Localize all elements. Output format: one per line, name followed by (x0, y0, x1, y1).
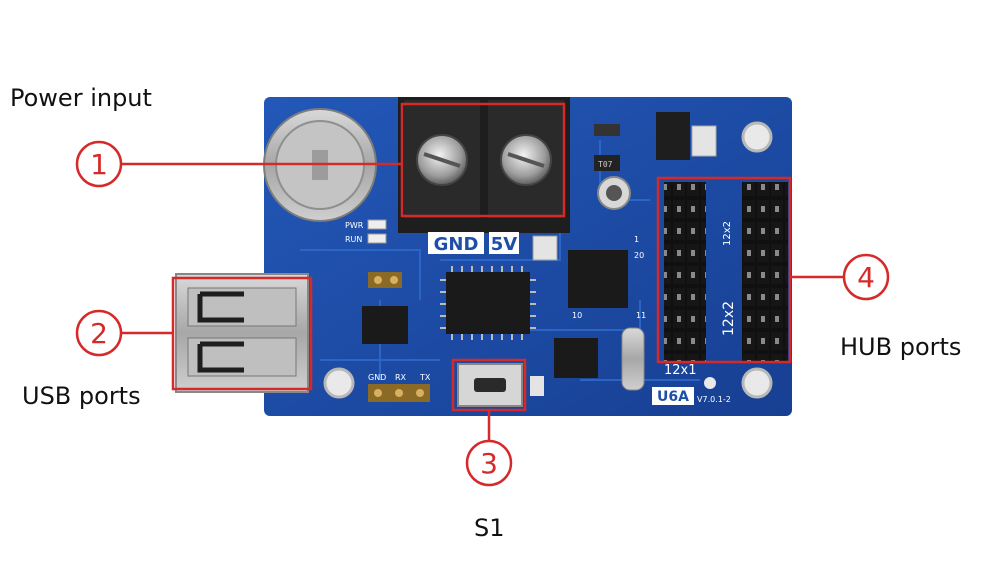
pin-mark-20: 20 (634, 251, 644, 260)
mcu-chip (446, 272, 530, 334)
caption-usb-ports: USB ports (22, 382, 141, 410)
callout-circle-3 (465, 439, 513, 487)
callout-number-3: 3 (480, 447, 498, 480)
uart-label-rx: RX (395, 373, 407, 382)
pin-mark-10: 10 (572, 311, 582, 320)
uart-label-gnd: GND (368, 373, 386, 382)
caption-s1: S1 (474, 514, 505, 542)
caption-hub-ports: HUB ports (840, 333, 962, 361)
callout-circle-1 (75, 140, 123, 188)
led-pwr (367, 219, 387, 230)
callout-leaders (122, 162, 844, 441)
led-label-pwr: PWR (345, 221, 364, 230)
mounting-hole (704, 377, 716, 389)
part-mark: T07 (598, 160, 613, 169)
board-model: U6A (657, 389, 689, 405)
s1-button[interactable] (457, 363, 523, 407)
ic-chip (362, 306, 408, 344)
mcu-pins (440, 266, 536, 340)
crystal (532, 235, 558, 261)
mounting-hole (741, 367, 773, 399)
mounting-hole (323, 367, 355, 399)
terminal-label-5v: 5V (491, 234, 518, 255)
header-vertical-label-top: 12x2 (722, 221, 733, 246)
uart-label-tx: TX (419, 373, 431, 382)
board-version: V7.0.1-2 (697, 395, 731, 404)
callout-circle-4 (842, 253, 890, 301)
header-vertical-label-bottom: 12x2 (721, 301, 737, 336)
pin-mark-11: 11 (636, 311, 646, 320)
callout-number-2: 2 (90, 317, 108, 350)
led-label-run: RUN (345, 235, 362, 244)
ic-chip (568, 250, 628, 308)
ic-chip (554, 338, 598, 378)
mounting-hole (741, 121, 773, 153)
voltage-regulator (656, 112, 690, 160)
callout-box-power (400, 102, 566, 218)
callout-number-1: 1 (90, 148, 108, 181)
header-label-12x1: 12x1 (664, 363, 697, 378)
caption-power-input: Power input (10, 84, 152, 112)
crystal-oscillator (621, 327, 645, 391)
callout-circle-2 (75, 309, 123, 357)
callout-boxes (171, 102, 792, 412)
callout-number-4: 4 (857, 261, 875, 294)
led-run (367, 233, 387, 244)
callout-box-hub (656, 176, 792, 364)
pin-mark-1: 1 (634, 235, 639, 244)
terminal-label-gnd: GND (434, 234, 479, 255)
